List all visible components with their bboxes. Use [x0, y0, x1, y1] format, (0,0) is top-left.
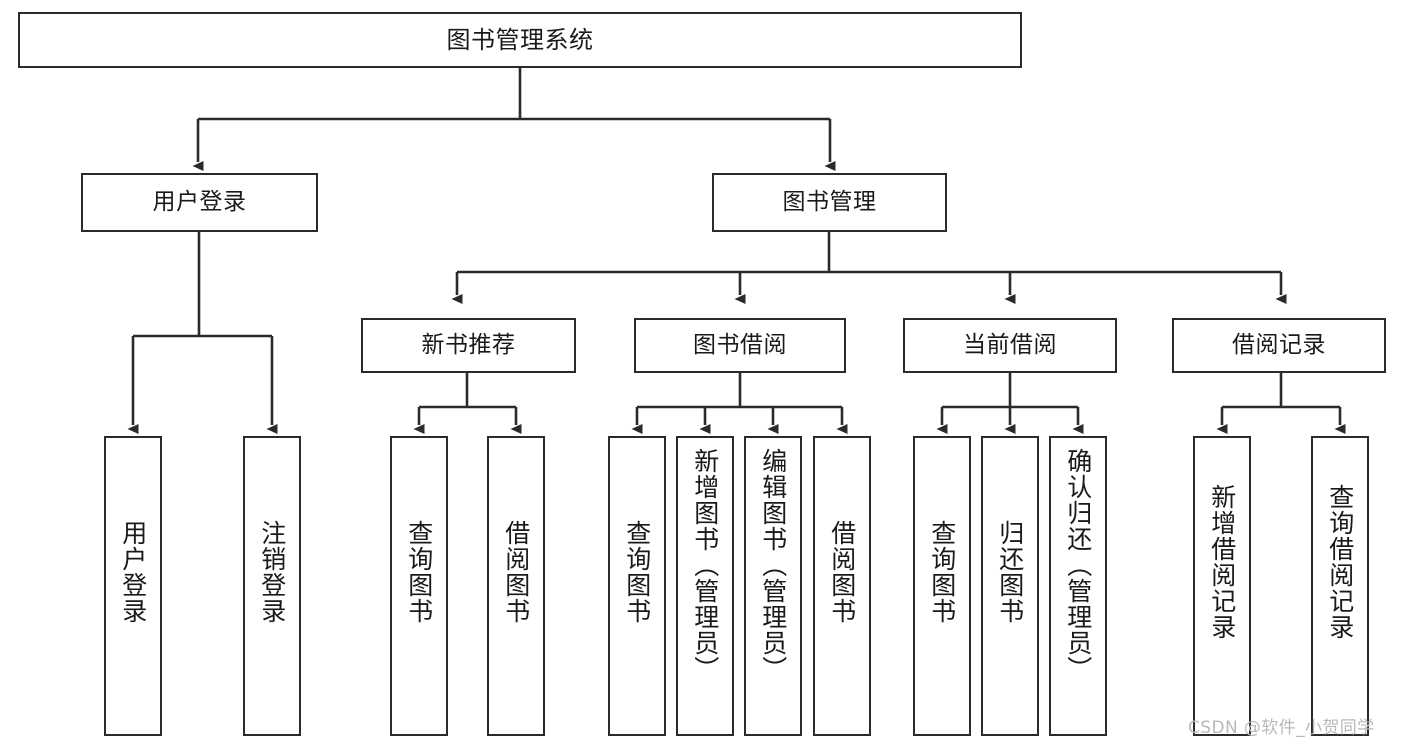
- leaf-label: 查询图书: [404, 520, 434, 624]
- node-label: 新书推荐: [421, 331, 516, 358]
- node-new-book-recommend[interactable]: 新书推荐: [361, 318, 576, 373]
- leaf-borrow-book-new[interactable]: 借阅图书: [487, 436, 545, 736]
- node-book-borrow[interactable]: 图书借阅: [634, 318, 846, 373]
- leaf-query-borrow-record[interactable]: 查询借阅记录: [1311, 436, 1369, 736]
- node-label: 图书管理系统: [446, 25, 594, 54]
- leaf-label: 注销登录: [257, 520, 287, 624]
- leaf-label: 新增图书（管理员）: [690, 448, 720, 682]
- leaf-user-logout[interactable]: 注销登录: [243, 436, 301, 736]
- node-root-system[interactable]: 图书管理系统: [18, 12, 1022, 68]
- leaf-label: 借阅图书: [501, 520, 531, 624]
- leaf-label: 查询图书: [927, 520, 957, 624]
- leaf-label: 查询借阅记录: [1325, 484, 1355, 640]
- leaf-return-book[interactable]: 归还图书: [981, 436, 1039, 736]
- leaf-label: 查询图书: [622, 520, 652, 624]
- leaf-query-book-current[interactable]: 查询图书: [913, 436, 971, 736]
- leaf-borrow-book[interactable]: 借阅图书: [813, 436, 871, 736]
- leaf-user-login[interactable]: 用户登录: [104, 436, 162, 736]
- node-label: 图书借阅: [693, 331, 787, 358]
- leaf-label: 新增借阅记录: [1207, 484, 1237, 640]
- leaf-confirm-return-admin[interactable]: 确认归还（管理员）: [1049, 436, 1107, 736]
- node-label: 用户登录: [152, 188, 247, 215]
- node-current-borrow[interactable]: 当前借阅: [903, 318, 1117, 373]
- leaf-label: 借阅图书: [827, 520, 857, 624]
- leaf-add-book-admin[interactable]: 新增图书（管理员）: [676, 436, 734, 736]
- leaf-label: 编辑图书（管理员）: [758, 448, 788, 682]
- leaf-query-book-new[interactable]: 查询图书: [390, 436, 448, 736]
- node-label: 图书管理: [782, 188, 877, 215]
- node-label: 当前借阅: [963, 331, 1057, 358]
- leaf-label: 用户登录: [118, 520, 148, 624]
- node-user-login[interactable]: 用户登录: [81, 173, 318, 232]
- node-borrow-record[interactable]: 借阅记录: [1172, 318, 1386, 373]
- leaf-query-book[interactable]: 查询图书: [608, 436, 666, 736]
- leaf-add-borrow-record[interactable]: 新增借阅记录: [1193, 436, 1251, 736]
- node-label: 借阅记录: [1232, 331, 1326, 358]
- watermark: CSDN @软件_小贺同学: [1188, 718, 1375, 738]
- leaf-edit-book-admin[interactable]: 编辑图书（管理员）: [744, 436, 802, 736]
- node-book-management[interactable]: 图书管理: [712, 173, 947, 232]
- leaf-label: 归还图书: [995, 520, 1025, 624]
- leaf-label: 确认归还（管理员）: [1063, 448, 1093, 682]
